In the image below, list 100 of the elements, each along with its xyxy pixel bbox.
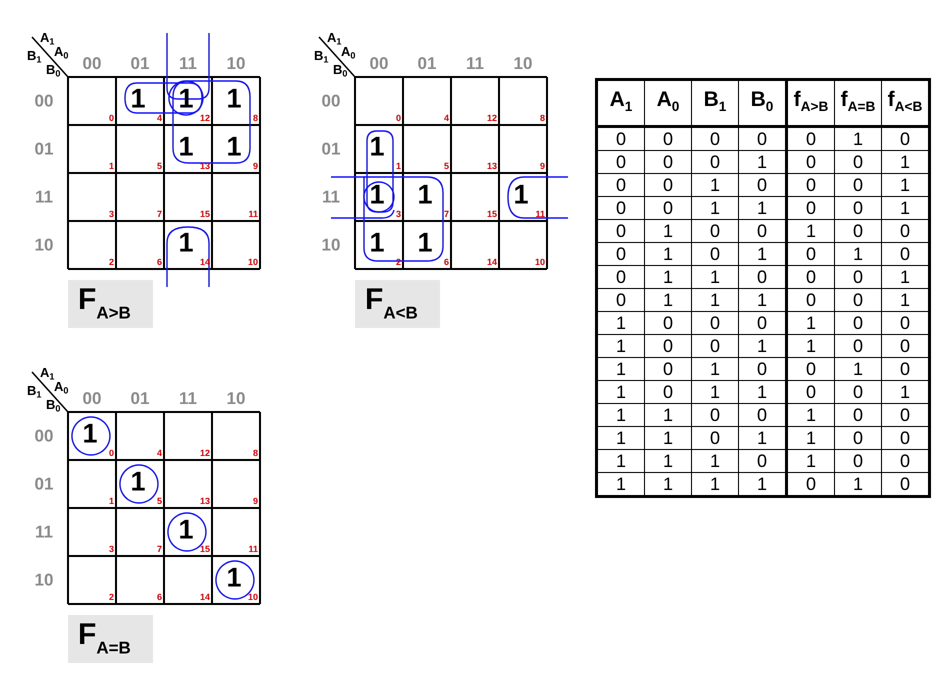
cell-value: 1 [178,134,194,160]
minterm-number: 12 [200,114,210,123]
table-cell: 1 [596,334,644,358]
table-cell: 0 [786,472,834,496]
table-cell: 1 [644,426,692,450]
row-header: 10 [322,236,340,254]
table-cell: 0 [834,288,882,312]
variable-label: B$_{1}$ [27,49,42,65]
table-cell: 0 [596,126,644,150]
table-cell: 1 [692,450,738,472]
variable-label: B$_{1}$ [314,49,328,65]
table-cell: 0 [644,334,692,358]
variable-label: A$_{0}$ [54,380,68,396]
row-header: 01 [34,140,54,158]
minterm-number: 9 [252,497,258,506]
table-cell: 0 [644,380,692,404]
table-cell: 0 [692,334,738,358]
minterm-number: 13 [200,497,210,506]
variable-label: B$_{1}$ [27,384,42,400]
row-header: 00 [322,92,340,110]
minterm-number: 0 [108,114,114,123]
minterm-number: 10 [248,593,258,602]
table-cell: 0 [644,312,692,334]
table-cell: 0 [834,266,882,288]
table-cell: 1 [596,358,644,380]
table-cell: 0 [834,426,882,450]
table-cell: 1 [596,450,644,472]
minterm-number: 4 [156,114,162,123]
minterm-number: 5 [156,497,162,506]
variable-label: A$_{0}$ [341,45,356,61]
table-cell: 1 [596,426,644,450]
minterm-number: 6 [444,258,449,267]
table-cell: 0 [692,126,738,150]
minterm-number: 7 [156,210,162,219]
table-cell: 0 [692,150,738,174]
cell-value: 1 [130,86,146,112]
table-cell: 0 [644,196,692,220]
table-cell: 0 [786,174,834,196]
minterm-number: 3 [108,545,114,554]
minterm-number: 9 [252,162,258,171]
minterm-number: 8 [252,449,258,458]
minterm-number: 11 [248,210,258,219]
table-header-cell: A$_{0}$ [644,80,692,126]
table-cell: 0 [834,150,882,174]
table-cell: 0 [692,426,738,450]
minterm-number: 14 [486,258,497,267]
cell-value: 1 [178,516,194,544]
table-cell: 0 [644,174,692,196]
table-header-cell: B$_{1}$ [692,80,738,126]
minterm-number: 4 [156,449,162,458]
label-panel [355,280,440,328]
cell-value: 1 [130,468,146,496]
table-cell: 0 [596,150,644,174]
column-header: 11 [179,390,197,407]
table-cell: 0 [692,220,738,242]
minterm-number: 1 [396,162,401,171]
minterm-number: 2 [108,258,114,267]
label-panel [68,280,153,328]
variable-label: B$_{0}$ [46,63,60,79]
table-cell: 1 [786,404,834,426]
cell-value: 1 [178,230,194,256]
table-cell: 0 [644,150,692,174]
table-cell: 0 [834,380,882,404]
table-cell: 1 [596,380,644,404]
table-cell: 0 [834,450,882,472]
table-cell: 0 [834,220,882,242]
table-cell: 1 [644,450,692,472]
minterm-number: 15 [486,210,497,219]
row-header: 00 [34,428,54,444]
table-cell: 0 [786,196,834,220]
table-cell: 0 [692,312,738,334]
table-cell: 1 [644,242,692,266]
table-cell: 1 [692,196,738,220]
minterm-number: 3 [396,210,401,219]
table-cell: 0 [692,404,738,426]
minterm-number: 8 [252,114,258,123]
row-header: 01 [34,476,54,492]
table-cell: 0 [596,174,644,196]
table-cell: 1 [644,404,692,426]
table-cell: 0 [786,358,834,380]
column-header: 00 [82,55,102,72]
minterm-number: 11 [248,545,258,554]
function-label: F$_{A<B}$ [365,285,418,322]
column-header: 00 [82,390,102,407]
table-cell: 0 [786,380,834,404]
table-cell: 1 [786,220,834,242]
variable-label: A$_{1}$ [327,31,342,47]
minterm-number: 8 [540,114,545,123]
table-header-cell: A$_{1}$ [596,80,644,126]
minterm-number: 12 [486,114,497,123]
minterm-number: 13 [200,162,210,171]
minterm-number: 15 [200,210,210,219]
column-header: 01 [418,55,436,72]
variable-label: A$_{0}$ [54,45,68,61]
cell-value: 1 [226,86,242,112]
cell-value: 1 [82,420,98,448]
row-header: 01 [322,140,340,158]
table-cell: 1 [596,312,644,334]
column-header: 01 [130,55,150,72]
label-panel [68,615,153,663]
